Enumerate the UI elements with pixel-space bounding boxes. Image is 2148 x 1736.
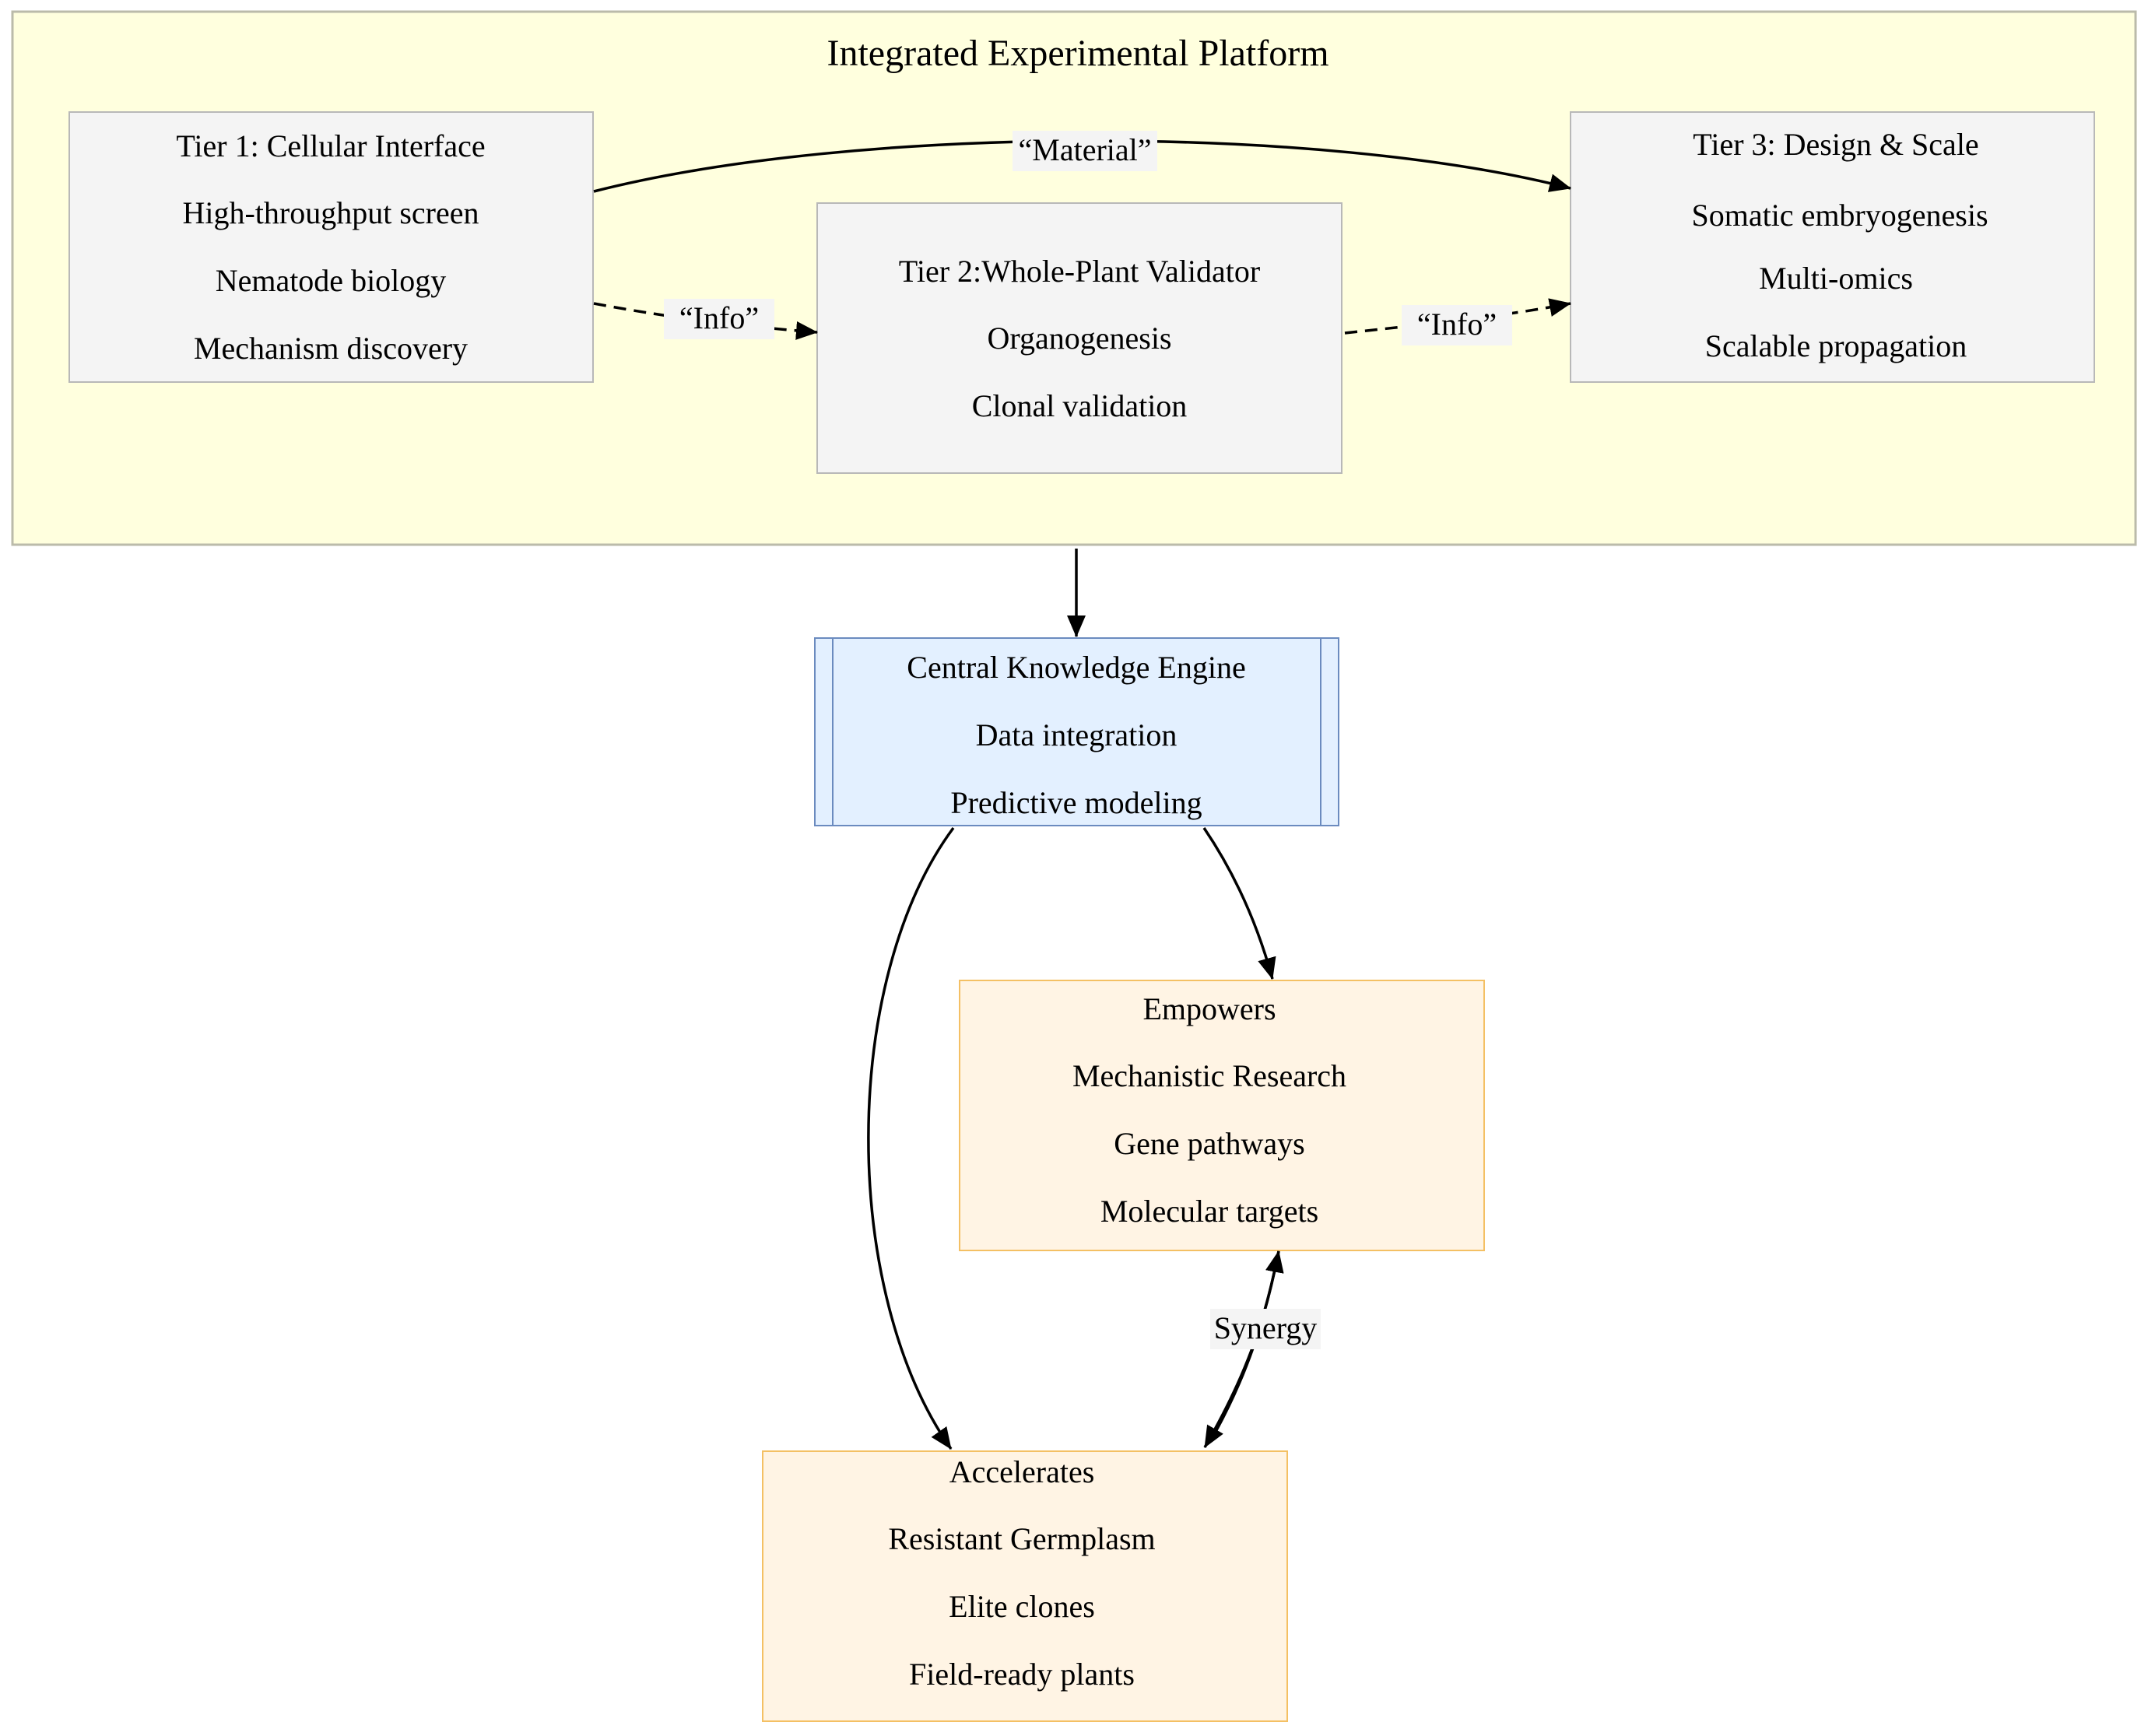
- empowers-item: Mechanistic Research: [1072, 1058, 1346, 1093]
- engine-item: Data integration: [976, 717, 1178, 752]
- edge-info-2-label: “Info”: [1417, 307, 1497, 342]
- tier3-item: Multi-omics: [1759, 261, 1913, 296]
- tier1-item: Mechanism discovery: [194, 331, 468, 366]
- accelerates-item: Field-ready plants: [909, 1657, 1135, 1692]
- tier3-item: Somatic embryogenesis: [1691, 198, 1988, 233]
- edge-engine-accelerates: [867, 826, 955, 1450]
- tier1-title: Tier 1: Cellular Interface: [176, 128, 485, 163]
- tier2-node[interactable]: Tier 2:Whole-Plant Validator Organogenes…: [816, 202, 1342, 474]
- tier1-item: High-throughput screen: [182, 195, 479, 230]
- edge-info-1: “Info”: [593, 299, 818, 340]
- edge-synergy: Synergy: [1203, 1250, 1321, 1448]
- tier2-item: Organogenesis: [988, 321, 1172, 356]
- edge-info-2: “Info”: [1344, 298, 1571, 345]
- tier3-node[interactable]: Tier 3: Design & Scale Somatic embryogen…: [1570, 111, 2095, 383]
- empowers-title: Empowers: [1142, 991, 1276, 1026]
- edge-engine-empowers: [1202, 827, 1276, 980]
- edge-info-1-label: “Info”: [679, 300, 759, 335]
- empowers-item: Gene pathways: [1114, 1126, 1304, 1161]
- tier3-item: Scalable propagation: [1705, 328, 1967, 363]
- edge-material-label: “Material”: [1019, 132, 1152, 167]
- empowers-node[interactable]: Empowers Mechanistic Research Gene pathw…: [959, 980, 1485, 1251]
- tier3-title: Tier 3: Design & Scale: [1693, 127, 1978, 162]
- accelerates-node[interactable]: Accelerates Resistant Germplasm Elite cl…: [762, 1450, 1288, 1722]
- tier1-item: Nematode biology: [216, 263, 447, 298]
- accelerates-item: Resistant Germplasm: [888, 1521, 1155, 1556]
- edge-synergy-label: Synergy: [1214, 1310, 1318, 1345]
- empowers-item: Molecular targets: [1100, 1194, 1318, 1229]
- tier1-node[interactable]: Tier 1: Cellular Interface High-throughp…: [68, 111, 594, 383]
- accelerates-item: Elite clones: [949, 1589, 1095, 1624]
- platform-title: Integrated Experimental Platform: [827, 33, 1328, 74]
- engine-item: Predictive modeling: [950, 785, 1202, 820]
- edge-material: “Material”: [593, 131, 1571, 193]
- engine-title: Central Knowledge Engine: [907, 650, 1245, 685]
- accelerates-title: Accelerates: [949, 1454, 1095, 1489]
- tier2-item: Clonal validation: [972, 388, 1188, 423]
- engine-node[interactable]: Central Knowledge Engine Data integratio…: [814, 637, 1339, 826]
- tier2-title: Tier 2:Whole-Plant Validator: [899, 254, 1260, 289]
